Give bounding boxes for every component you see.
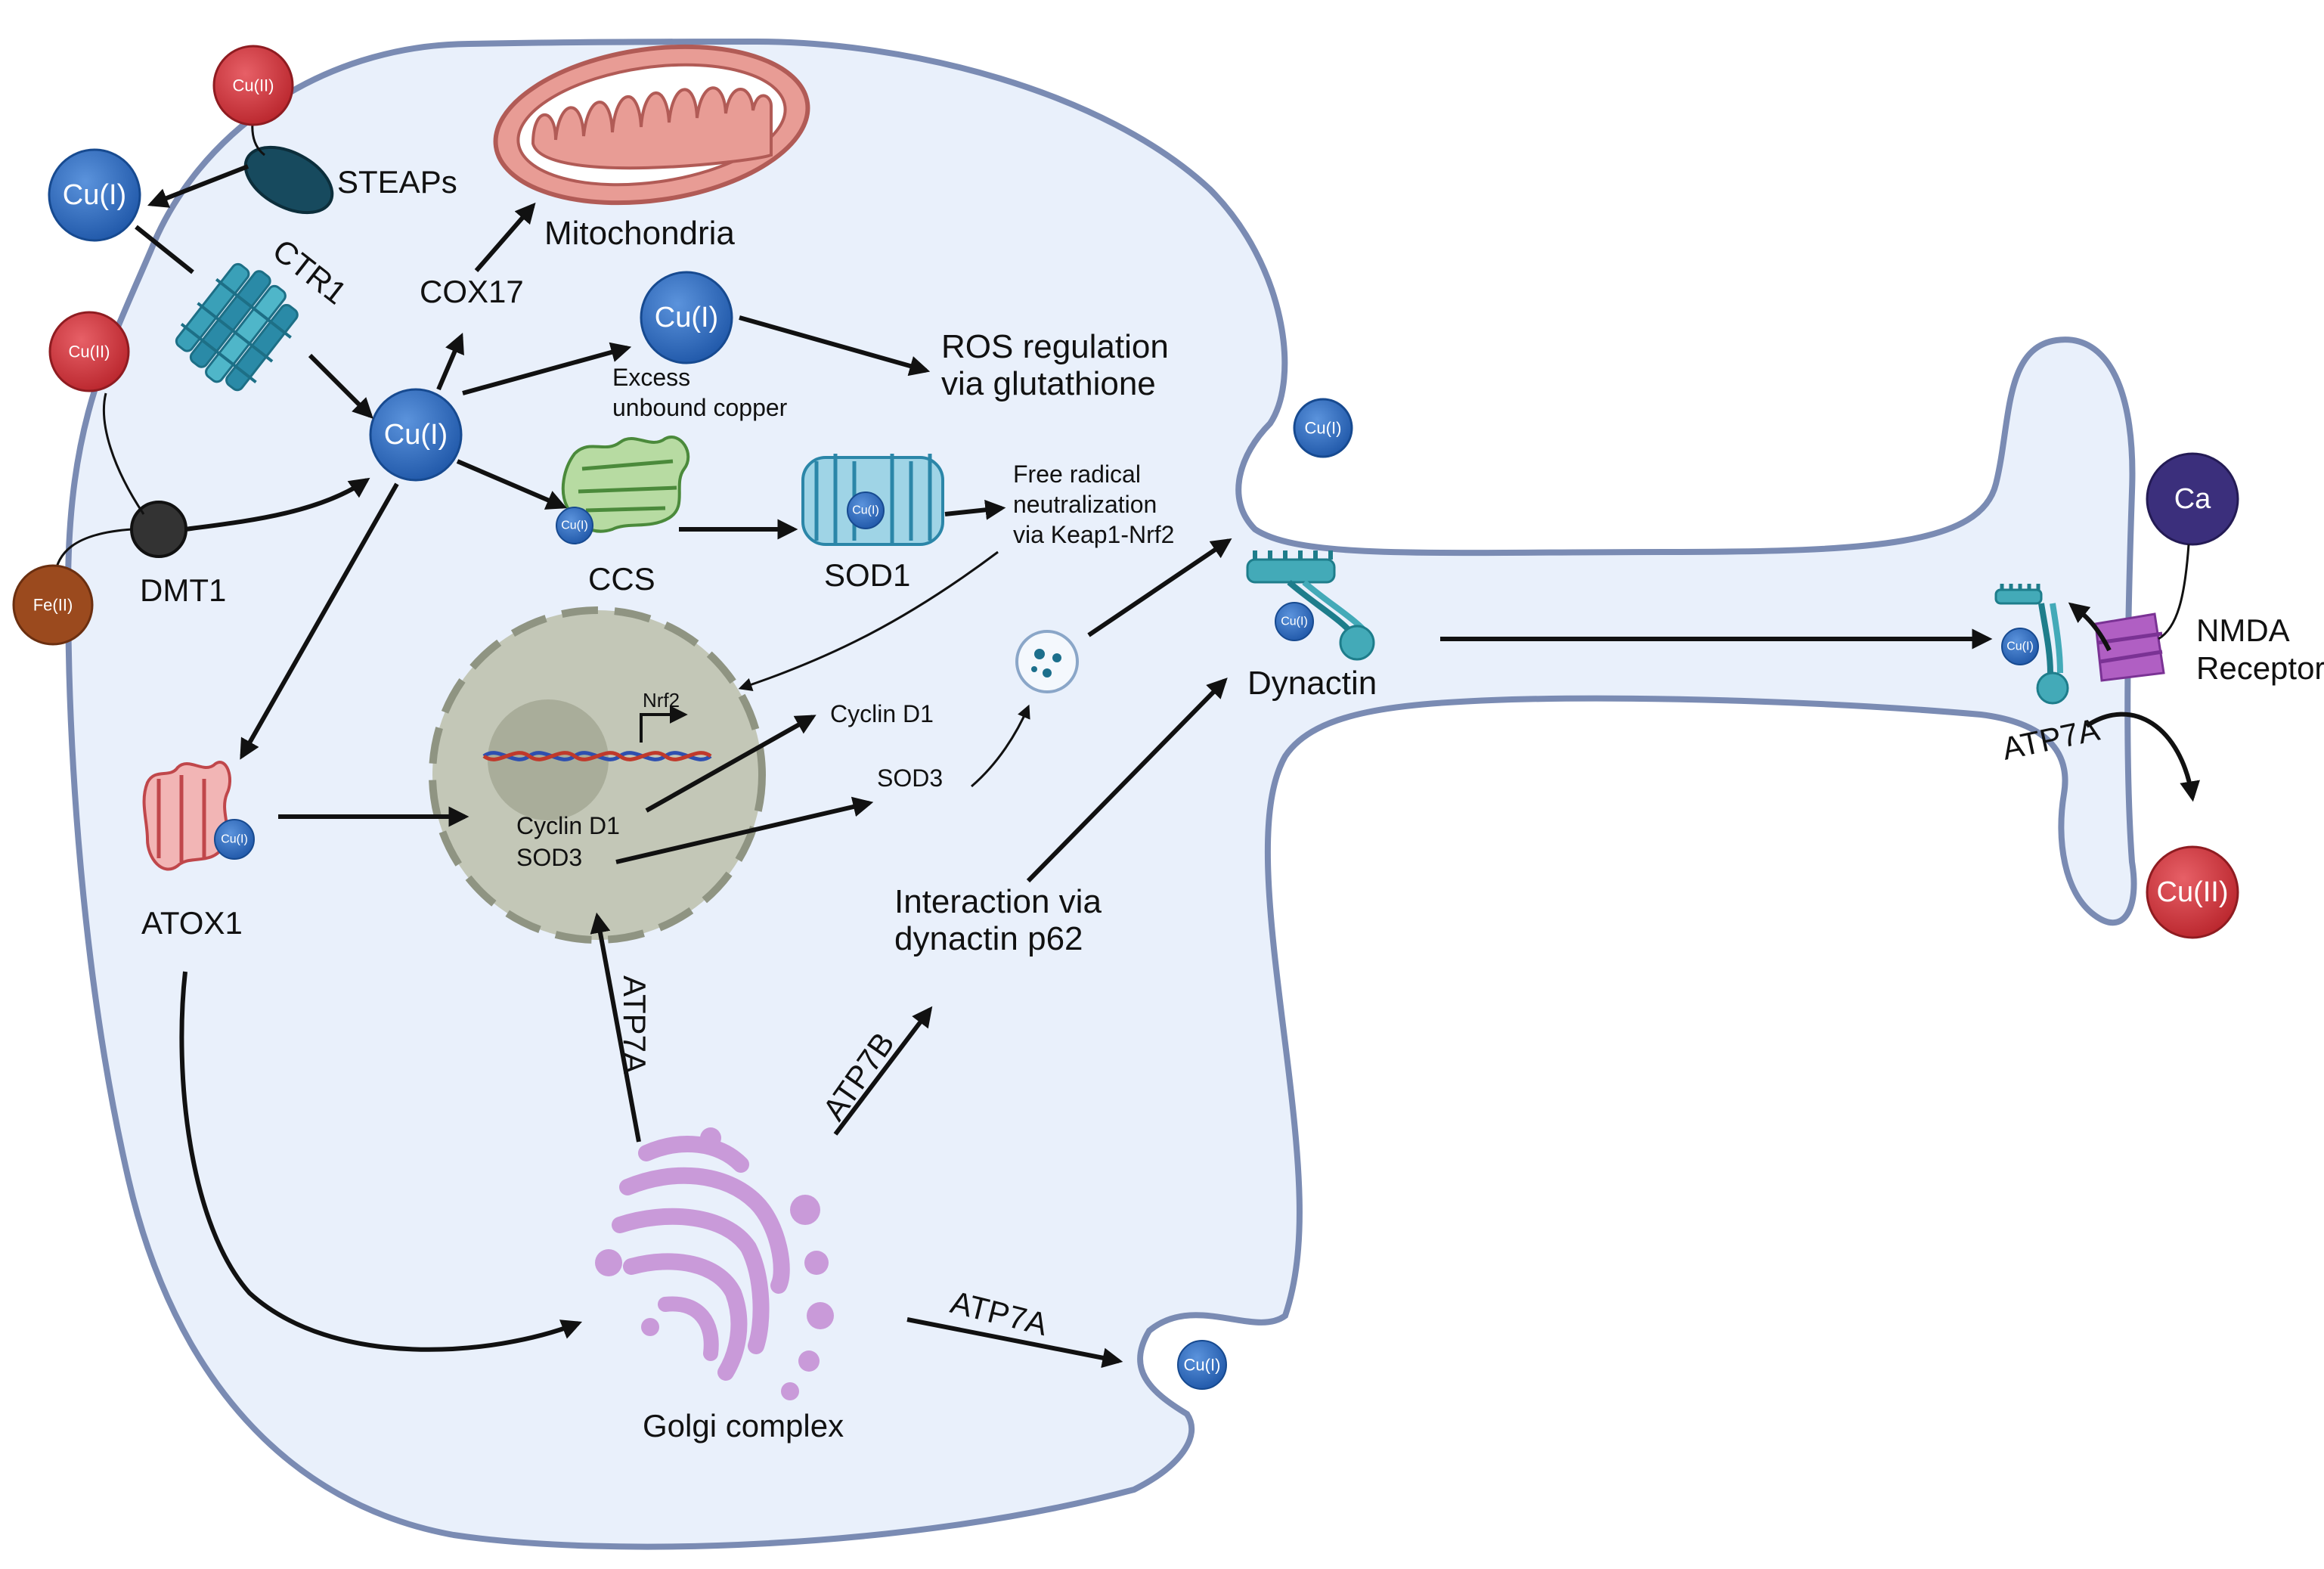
arrow-sod3-to-vesicle: [971, 704, 1030, 788]
arrow-cu1-to-excess: [462, 342, 632, 395]
arrow-interaction-to-dynactin: [1026, 678, 1228, 883]
arrow-free-radical-to-nucleus: [738, 550, 999, 691]
svg-text:Cu(II): Cu(II): [69, 343, 110, 361]
arrow-nucleus-to-cyclin: [645, 715, 816, 813]
pathway-arrows: [135, 164, 2200, 1369]
steaps-icon: [243, 145, 334, 215]
dynactin-motor-icon: [1246, 550, 1375, 661]
arrow-ctr1-to-cu1: [308, 353, 373, 419]
nucleus-icon: [429, 606, 766, 944]
nucleus-sod3-label: SOD3: [516, 844, 582, 871]
cu1-ion-dynactin: Cu(I): [1275, 602, 1314, 641]
svg-text:Cu(I): Cu(I): [852, 504, 879, 517]
arrow-golgi-atp7a-export: [906, 1317, 1123, 1369]
excess-label-1: Excess: [612, 364, 690, 391]
arrow-cox17-to-mito: [474, 202, 536, 272]
arrow-sod1-to-free-radical: [944, 499, 1006, 520]
arrow-synapse-to-cu2: [2085, 712, 2200, 802]
cu1-ion-sod1: Cu(I): [847, 491, 885, 529]
svg-text:Cu(I): Cu(I): [655, 302, 718, 333]
cu2-ion-left: Cu(II): [48, 311, 130, 392]
svg-text:Cu(I): Cu(I): [63, 179, 126, 211]
arrow-cu1-to-ctr1: [135, 225, 194, 274]
dynactin-label: Dynactin: [1247, 665, 1377, 702]
svg-text:Cu(II): Cu(II): [233, 76, 274, 95]
cu1-ion-central: Cu(I): [369, 388, 463, 482]
golgi-label: Golgi complex: [643, 1408, 844, 1443]
svg-text:Cu(II): Cu(II): [2157, 876, 2229, 908]
ros-label-2: via glutathione: [941, 365, 1156, 402]
svg-text:Cu(I): Cu(I): [1184, 1356, 1221, 1375]
svg-text:Cu(I): Cu(I): [561, 519, 588, 532]
atox1-protein-icon: [142, 761, 231, 871]
arrow-golgi-atp7b: [833, 1006, 933, 1136]
cu1-ion-excess: Cu(I): [640, 271, 733, 364]
sod3-output-label: SOD3: [877, 764, 943, 792]
arrow-cu1-to-atox1: [240, 482, 399, 760]
arrow-steaps-to-cu1: [147, 164, 249, 208]
cu2-ion-synapse: Cu(II): [2146, 845, 2239, 939]
free-radical-label-3: via Keap1-Nrf2: [1013, 521, 1174, 548]
mitochondria-icon: [493, 44, 810, 206]
interaction-label-1: Interaction via: [894, 883, 1102, 920]
cyclin-d1-output-label: Cyclin D1: [830, 700, 934, 727]
mitochondria-label: Mitochondria: [544, 215, 735, 252]
cu1-ion-synapse: Cu(I): [2001, 628, 2039, 665]
cu1-ion-atox1: Cu(I): [214, 819, 255, 860]
cu2-ion-top: Cu(II): [212, 45, 294, 126]
arrow-nmda-to-atp7a: [2068, 602, 2112, 652]
fe2-ion: Fe(II): [12, 564, 94, 646]
nmda-receptor-icon: [2094, 612, 2165, 682]
excess-label-2: unbound copper: [612, 394, 788, 421]
svg-text:Cu(I): Cu(I): [2006, 640, 2034, 653]
svg-text:Cu(I): Cu(I): [221, 833, 248, 846]
svg-text:Cu(I): Cu(I): [1281, 616, 1308, 628]
arrow-cu1-to-cox17: [436, 333, 464, 391]
atox1-label: ATOX1: [141, 905, 243, 941]
cu1-ion-outside: Cu(I): [48, 148, 141, 242]
arrow-nucleus-to-sod3: [615, 796, 874, 864]
golgi-complex-icon: [595, 1127, 834, 1400]
arrow-ca-to-nmda: [2158, 544, 2190, 640]
cu1-ion-ccs: Cu(I): [556, 507, 593, 544]
interaction-label-2: dynactin p62: [894, 920, 1083, 957]
svg-text:Cu(I): Cu(I): [1305, 419, 1342, 438]
ccs-label: CCS: [588, 561, 655, 597]
cell-membrane: [64, 38, 2137, 1550]
nmda-label-2: Receptor: [2196, 650, 2324, 686]
arrow-vesicle-to-membrane: [1087, 538, 1232, 637]
vesicle-icon: [1015, 630, 1079, 693]
arrow-dmt1-to-cu1: [184, 477, 370, 532]
svg-text:Ca: Ca: [2174, 483, 2211, 515]
ros-label-1: ROS regulation: [941, 328, 1169, 365]
free-radical-label-1: Free radical: [1013, 460, 1141, 488]
synapse-dynactin-icon: [1994, 584, 2069, 705]
svg-text:Fe(II): Fe(II): [33, 596, 73, 615]
ctr1-channel-icon: [175, 262, 299, 392]
nrf2-label: Nrf2: [643, 689, 680, 712]
svg-text:Cu(I): Cu(I): [384, 419, 448, 451]
dmt1-label: DMT1: [140, 572, 226, 608]
arrow-golgi-to-nucleus: [590, 912, 641, 1143]
arrow-excess-to-ros: [739, 315, 931, 377]
nucleus-cyclin-label: Cyclin D1: [516, 812, 620, 839]
steaps-label: STEAPs: [337, 164, 457, 200]
cu1-ion-exocytosis: Cu(I): [1177, 1340, 1227, 1390]
arrow-atox1-to-golgi: [179, 971, 583, 1352]
sod1-label: SOD1: [824, 557, 910, 593]
arrow-cu1-to-ccs: [456, 459, 567, 510]
free-radical-label-2: neutralization: [1013, 491, 1157, 518]
cox17-label: COX17: [420, 274, 524, 309]
nmda-label-1: NMDA: [2196, 612, 2290, 648]
cu2-dmt1-link: [103, 392, 145, 515]
cu1-ion-neurite: Cu(I): [1293, 398, 1353, 458]
ca-ion: Ca: [2146, 452, 2239, 546]
